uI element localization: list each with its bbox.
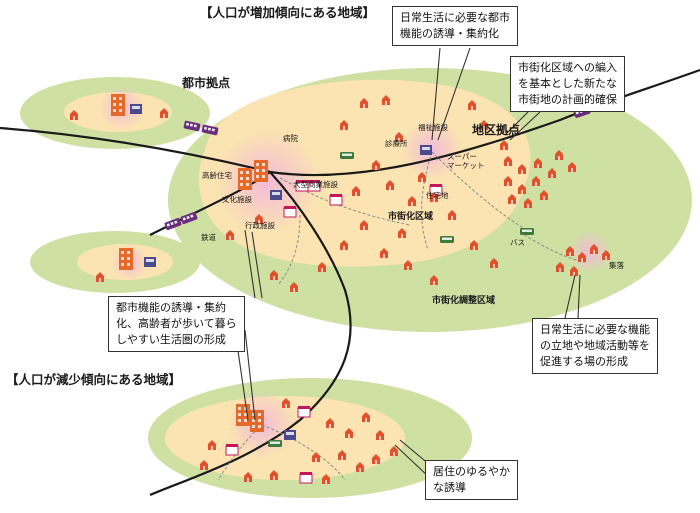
- label-railway: 鉄道: [201, 233, 216, 242]
- office-icon: [420, 145, 432, 155]
- bus-icon: [520, 228, 534, 235]
- label-village: 集落: [609, 261, 624, 270]
- office-icon: [284, 430, 296, 440]
- shop-icon: [283, 205, 297, 218]
- building-icon: [119, 248, 133, 270]
- building-icon: [236, 404, 250, 426]
- building-icon: [250, 410, 264, 432]
- callout-bottom-right: 日常生活に必要な機能 の立地や地域活動等を 促進する場の形成: [532, 318, 658, 374]
- shop-icon: [299, 471, 313, 484]
- callout-right: 市街化区域への編入 を基本とした新たな 市街地の計画的確保: [510, 56, 625, 112]
- bus-icon: [340, 152, 354, 159]
- shop-icon: [225, 443, 239, 456]
- label-bus: バス: [510, 238, 525, 247]
- label-hospital: 病院: [283, 134, 298, 143]
- callout-left: 都市機能の誘導・集約 化、高齢者が歩いて暮ら しやすい生活圏の形成: [108, 296, 245, 352]
- hub-urban: 都市拠点: [182, 76, 231, 90]
- bus-icon: [268, 440, 282, 447]
- office-icon: [144, 257, 156, 267]
- zone-urbanization: 市街化区域: [388, 212, 434, 222]
- label-elderly-housing: 高齢住宅: [202, 171, 232, 180]
- callout-top: 日常生活に必要な都市 機能の誘導・集約化: [392, 6, 518, 46]
- label-welfare: 福祉施設: [418, 123, 448, 132]
- callout-bottom: 居住のゆるやか な誘導: [425, 460, 518, 500]
- label-culture: 文化施設: [222, 195, 252, 204]
- office-icon: [270, 190, 282, 200]
- label-clinic: 診療所: [385, 139, 408, 148]
- office-icon: [130, 104, 142, 114]
- label-housing: 住宅地: [426, 191, 449, 200]
- district-hub-glow: [402, 120, 462, 180]
- building-icon: [238, 168, 252, 190]
- zone-control: 市街化調整区域: [432, 296, 496, 306]
- shop-icon: [329, 193, 343, 206]
- shop-icon: [297, 405, 311, 418]
- label-administration: 行政施設: [245, 221, 275, 230]
- title-increasing: 【人口が増加傾向にある地域】: [200, 5, 376, 20]
- title-decreasing: 【人口が減少傾向にある地域】: [6, 372, 182, 387]
- label-supermarket: スーパー マーケット: [447, 152, 485, 170]
- building-icon: [111, 94, 125, 116]
- hub-district: 地区拠点: [472, 123, 521, 137]
- bus-icon: [440, 236, 454, 243]
- building-icon: [254, 160, 268, 182]
- label-large-commercial: 大型商業施設: [293, 180, 338, 189]
